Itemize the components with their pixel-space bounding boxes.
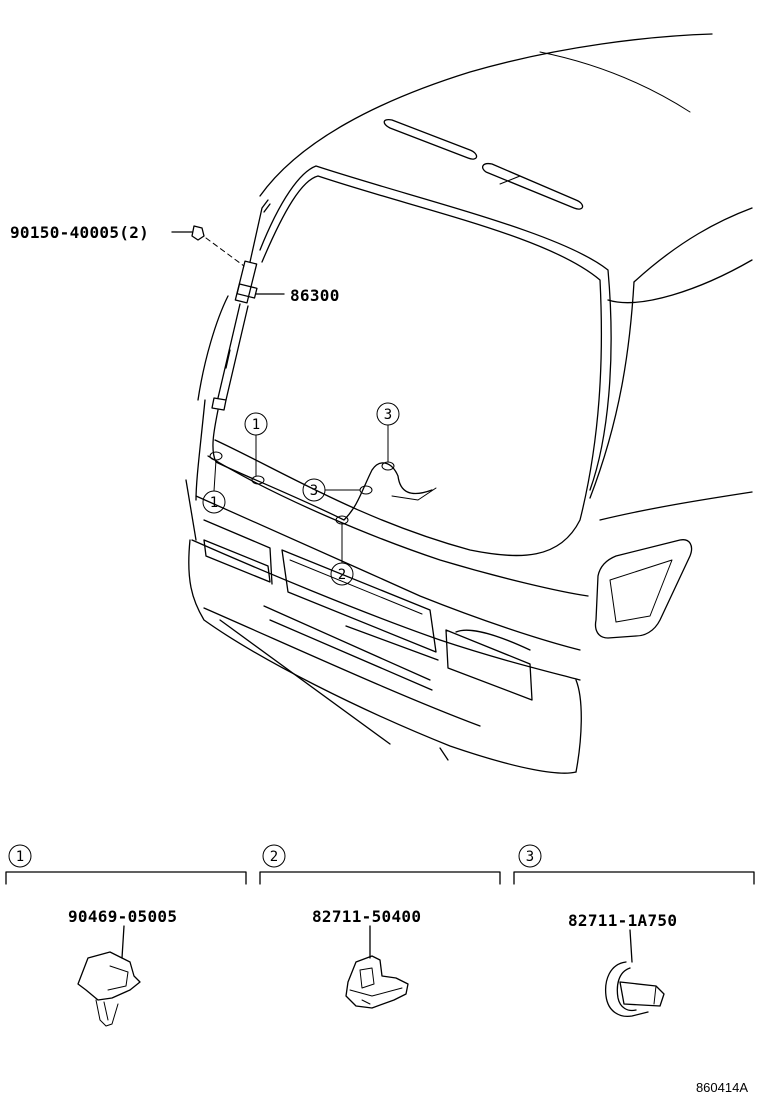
svg-text:1: 1 [210, 495, 218, 511]
clip-2-icon [345, 955, 409, 1009]
clip-legend-1: 1 90469-05005 [5, 844, 247, 1027]
antenna-assembly [209, 199, 437, 525]
clip-3-part-number: 82711-1A750 [568, 911, 677, 930]
clip-legend-2: 2 82711-50400 [259, 844, 501, 1009]
clip-2-part-number: 82711-50400 [312, 907, 421, 926]
clip-1-part-number: 90469-05005 [68, 907, 177, 926]
svg-text:2: 2 [338, 567, 346, 583]
svg-text:3: 3 [310, 483, 318, 499]
callout-3-middle: 3 [302, 478, 361, 502]
svg-text:1: 1 [252, 417, 260, 433]
antenna-part-number: 86300 [290, 286, 340, 305]
callout-2: 2 [330, 523, 354, 586]
svg-text:1: 1 [16, 849, 24, 865]
bolt-part-number: 90150-40005(2) [10, 223, 149, 242]
antenna-callout: 86300 [255, 286, 340, 305]
svg-text:2: 2 [270, 849, 278, 865]
svg-text:3: 3 [384, 407, 392, 423]
callout-1-upper: 1 [244, 412, 268, 477]
callout-1-lower: 1 [202, 459, 226, 514]
callout-3-upper: 3 [376, 402, 400, 463]
figure-code: 860414A [696, 1080, 748, 1095]
clip-3-icon [604, 961, 665, 1018]
vehicle-outline [185, 33, 753, 774]
svg-text:3: 3 [526, 849, 534, 865]
bolt-callout: 90150-40005(2) [10, 223, 245, 267]
clip-legend-3: 3 82711-1A750 [513, 844, 755, 1018]
clip-1-icon [77, 951, 141, 1027]
bolt-icon [191, 225, 205, 241]
